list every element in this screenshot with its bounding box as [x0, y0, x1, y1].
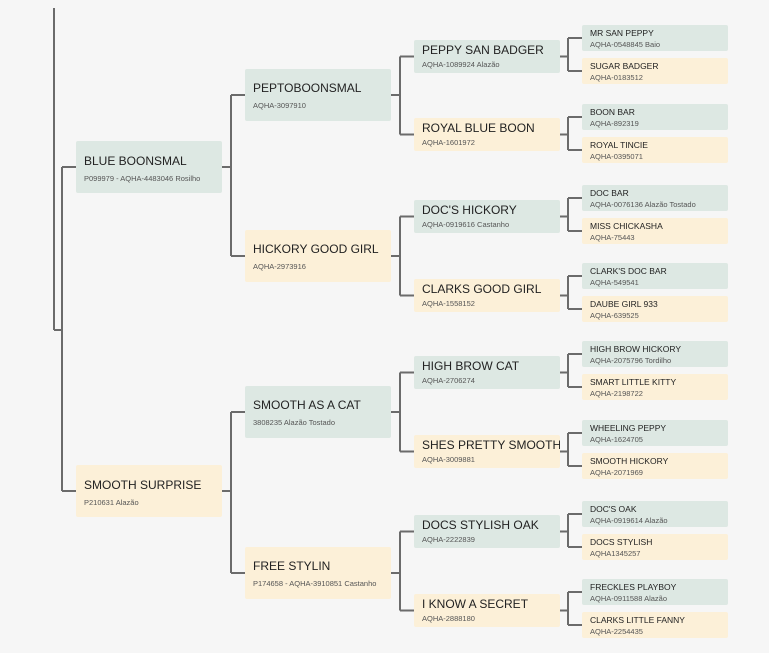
horse-card-docs-stylish-oak[interactable]: DOCS STYLISH OAK AQHA-2222839: [414, 515, 560, 548]
horse-registration: AQHA-2198722: [590, 389, 643, 398]
horse-card-mr-san-peppy[interactable]: MR SAN PEPPY AQHA-0548845 Baio: [582, 25, 728, 51]
horse-registration: AQHA-0919616 Castanho: [422, 220, 510, 229]
horse-name: PEPTOBOONSMAL: [253, 81, 362, 95]
horse-name: HICKORY GOOD GIRL: [253, 242, 379, 256]
horse-registration: AQHA-1089924 Alazão: [422, 60, 500, 69]
horse-registration: AQHA-0395071: [590, 152, 643, 161]
horse-name: DOCS STYLISH: [590, 537, 653, 547]
horse-registration: AQHA-639525: [590, 311, 639, 320]
horse-registration: AQHA-0183512: [590, 73, 643, 82]
horse-name: SHES PRETTY SMOOTH: [422, 438, 560, 452]
horse-card-clark-s-doc-bar[interactable]: CLARK'S DOC BAR AQHA-549541: [582, 263, 728, 289]
horse-registration: AQHA-0911588 Alazão: [590, 594, 667, 603]
horse-registration: AQHA-1624705: [590, 435, 643, 444]
horse-card-royal-tincie[interactable]: ROYAL TINCIE AQHA-0395071: [582, 137, 728, 163]
horse-registration: AQHA-2071969: [590, 468, 643, 477]
horse-card-smooth-surprise[interactable]: SMOOTH SURPRISE P210631 Alazão: [76, 465, 222, 517]
horse-registration: P099979 - AQHA-4483046 Rosilho: [84, 174, 201, 183]
horse-registration: AQHA-1601972: [422, 138, 475, 147]
horse-name: SMOOTH HICKORY: [590, 456, 669, 466]
horse-registration: 3808235 Alazão Tostado: [253, 418, 336, 427]
horse-name: I KNOW A SECRET: [422, 597, 529, 611]
horse-registration: AQHA-2254435: [590, 627, 643, 636]
horse-card-smart-little-kitty[interactable]: SMART LITTLE KITTY AQHA-2198722: [582, 374, 728, 400]
horse-name: DOC'S OAK: [590, 504, 637, 514]
horse-card-royal-blue-boon[interactable]: ROYAL BLUE BOON AQHA-1601972: [414, 118, 560, 151]
horse-card-shes-pretty-smooth[interactable]: SHES PRETTY SMOOTH AQHA-3009881: [414, 435, 560, 468]
horse-name: SMOOTH AS A CAT: [253, 398, 361, 412]
horse-registration: AQHA-2706274: [422, 376, 475, 385]
horse-name: DAUBE GIRL 933: [590, 299, 658, 309]
horse-name: CLARKS GOOD GIRL: [422, 282, 542, 296]
horse-registration: P210631 Alazão: [84, 498, 139, 507]
horse-registration: AQHA-3097910: [253, 101, 306, 110]
horse-registration: AQHA-2075796 Tordilho: [590, 356, 672, 365]
horse-card-high-brow-hickory[interactable]: HIGH BROW HICKORY AQHA-2075796 Tordilho: [582, 341, 728, 367]
horse-registration: AQHA-549541: [590, 278, 639, 287]
horse-card-smooth-hickory[interactable]: SMOOTH HICKORY AQHA-2071969: [582, 453, 728, 479]
horse-name: ROYAL BLUE BOON: [422, 121, 535, 135]
horse-name: MISS CHICKASHA: [590, 221, 663, 231]
horse-card-clarks-good-girl[interactable]: CLARKS GOOD GIRL AQHA-1558152: [414, 279, 560, 312]
horse-registration: AQHA-2222839: [422, 535, 475, 544]
horse-name: ROYAL TINCIE: [590, 140, 648, 150]
horse-registration: AQHA-0548845 Baio: [590, 40, 661, 49]
horse-card-miss-chickasha[interactable]: MISS CHICKASHA AQHA-75443: [582, 218, 728, 244]
horse-name: FREE STYLIN: [253, 559, 331, 573]
horse-name: WHEELING PEPPY: [590, 423, 667, 433]
horse-name: SMOOTH SURPRISE: [84, 478, 202, 492]
horse-card-clarks-little-fanny[interactable]: CLARKS LITTLE FANNY AQHA-2254435: [582, 612, 728, 638]
horse-name: CLARK'S DOC BAR: [590, 266, 667, 276]
horse-registration: AQHA-2888180: [422, 614, 475, 623]
horse-card-docs-stylish[interactable]: DOCS STYLISH AQHA1345257: [582, 534, 728, 560]
horse-registration: P174658 - AQHA-3910851 Castanho: [253, 579, 377, 588]
horse-registration: AQHA1345257: [590, 549, 641, 558]
horse-registration: AQHA-1558152: [422, 299, 475, 308]
horse-registration: AQHA-2973916: [253, 262, 306, 271]
horse-name: CLARKS LITTLE FANNY: [590, 615, 685, 625]
horse-name: HIGH BROW HICKORY: [590, 344, 681, 354]
horse-name: DOCS STYLISH OAK: [422, 518, 539, 532]
horse-card-i-know-a-secret[interactable]: I KNOW A SECRET AQHA-2888180: [414, 594, 560, 627]
horse-card-peptoboonsmal[interactable]: PEPTOBOONSMAL AQHA-3097910: [245, 69, 391, 121]
horse-card-high-brow-cat[interactable]: HIGH BROW CAT AQHA-2706274: [414, 356, 560, 389]
horse-card-blue-boonsmal[interactable]: BLUE BOONSMAL P099979 - AQHA-4483046 Rosi…: [76, 141, 222, 193]
horse-card-sugar-badger[interactable]: SUGAR BADGER AQHA-0183512: [582, 58, 728, 84]
horse-registration: AQHA-3009881: [422, 455, 475, 464]
horse-card-free-stylin[interactable]: FREE STYLIN P174658 - AQHA-3910851 Castan…: [245, 547, 391, 599]
horse-name: BOON BAR: [590, 107, 635, 117]
horse-name: SUGAR BADGER: [590, 61, 659, 71]
horse-registration: AQHA-0076136 Alazão Tostado: [590, 200, 696, 209]
horse-name: FRECKLES PLAYBOY: [590, 582, 677, 592]
horse-name: DOC BAR: [590, 188, 629, 198]
horse-name: HIGH BROW CAT: [422, 359, 520, 373]
horse-card-doc-s-oak[interactable]: DOC'S OAK AQHA-0919614 Alazão: [582, 501, 728, 527]
horse-card-hickory-good-girl[interactable]: HICKORY GOOD GIRL AQHA-2973916: [245, 230, 391, 282]
horse-registration: AQHA-0919614 Alazão: [590, 516, 668, 525]
horse-card-wheeling-peppy[interactable]: WHEELING PEPPY AQHA-1624705: [582, 420, 728, 446]
horse-name: SMART LITTLE KITTY: [590, 377, 677, 387]
horse-card-smooth-as-a-cat[interactable]: SMOOTH AS A CAT 3808235 Alazão Tostado: [245, 386, 391, 438]
horse-name: PEPPY SAN BADGER: [422, 43, 544, 57]
horse-name: DOC'S HICKORY: [422, 203, 517, 217]
horse-name: MR SAN PEPPY: [590, 28, 654, 38]
horse-card-peppy-san-badger[interactable]: PEPPY SAN BADGER AQHA-1089924 Alazão: [414, 40, 560, 73]
horse-registration: AQHA-75443: [590, 233, 635, 242]
horse-card-doc-bar[interactable]: DOC BAR AQHA-0076136 Alazão Tostado: [582, 185, 728, 211]
horse-card-boon-bar[interactable]: BOON BAR AQHA-892319: [582, 104, 728, 130]
horse-name: BLUE BOONSMAL: [84, 154, 187, 168]
horse-card-doc-s-hickory[interactable]: DOC'S HICKORY AQHA-0919616 Castanho: [414, 200, 560, 233]
horse-card-freckles-playboy[interactable]: FRECKLES PLAYBOY AQHA-0911588 Alazão: [582, 579, 728, 605]
horse-registration: AQHA-892319: [590, 119, 639, 128]
